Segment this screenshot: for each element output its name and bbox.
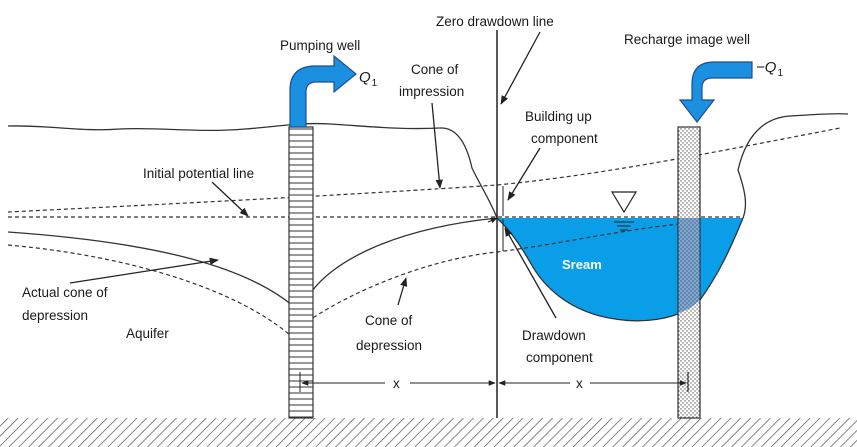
label-actual-cone-1: Actual cone of <box>22 285 108 300</box>
label-building-up-1: Building up <box>525 109 592 124</box>
pumping-well <box>288 126 314 419</box>
arrow-zero-drawdown <box>500 31 541 105</box>
arrow-actual-cone <box>69 257 219 284</box>
label-recharge-well: Recharge image well <box>624 32 750 47</box>
arrow-cone-depression <box>397 277 408 306</box>
label-cone-depression-2: depression <box>356 338 422 353</box>
recharge-q-sub: 1 <box>777 68 783 79</box>
recharge-inflow-arrow <box>678 61 753 123</box>
recharge-q: −Q <box>756 59 777 76</box>
arrow-building-up <box>507 147 541 201</box>
label-distance-left: x <box>393 376 400 391</box>
arrow-initial-potential <box>211 181 249 217</box>
cone-of-depression-line <box>7 223 681 336</box>
label-recharge-q: −Q1 <box>756 59 783 79</box>
pumping-q-sub: 1 <box>372 78 378 89</box>
label-stream: Sream <box>562 257 602 272</box>
label-zero-drawdown: Zero drawdown line <box>436 14 554 29</box>
arrow-junction <box>487 217 498 224</box>
cone-of-impression-line <box>7 127 841 213</box>
pumping-discharge-arrow <box>289 54 357 128</box>
label-drawdown-2: component <box>526 350 593 365</box>
label-actual-cone-2: depression <box>22 308 88 323</box>
arrow-drawdown <box>504 227 557 319</box>
label-pumping-well: Pumping well <box>280 38 360 53</box>
water-level-triangle-icon <box>610 191 638 231</box>
label-pumping-q: Q1 <box>359 69 378 89</box>
label-aquifer: Aquifer <box>126 326 169 341</box>
stream-overlap <box>678 218 700 313</box>
label-distance-right: x <box>576 376 583 391</box>
label-initial-potential: Initial potential line <box>143 166 254 181</box>
label-cone-impression-2: impression <box>399 84 464 99</box>
label-cone-impression-1: Cone of <box>411 62 459 77</box>
label-drawdown-1: Drawdown <box>522 328 586 343</box>
pumping-q: Q <box>359 69 371 86</box>
label-building-up-2: component <box>531 131 598 146</box>
bedrock-hatch <box>0 418 857 447</box>
arrow-cone-impression <box>431 102 443 189</box>
label-cone-depression-1: Cone of <box>365 313 413 328</box>
